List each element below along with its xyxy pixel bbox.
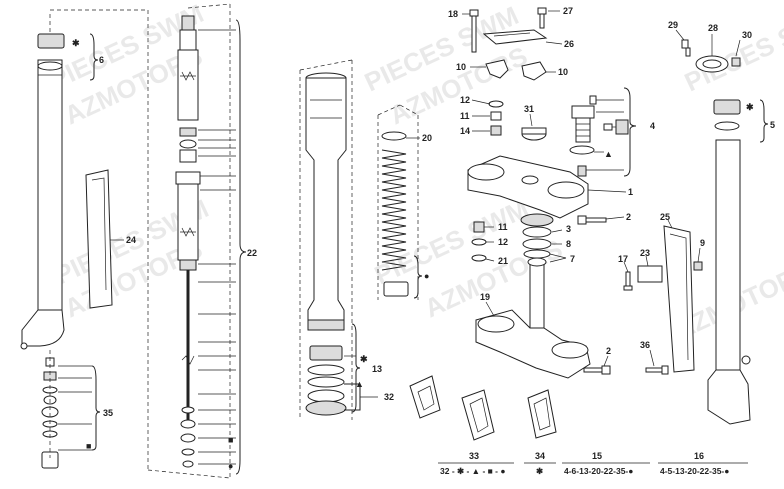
callout-10b: 10 [558,67,568,77]
callout-10a: 10 [456,62,466,72]
bolt-27 [537,7,547,29]
symbol-square: ■ [228,435,233,445]
callout-13: 13 [372,364,382,374]
symbol-square: ■ [86,441,91,451]
washers-upper [488,100,504,136]
clamp-10-right [521,61,547,81]
symbol-star: ✱ [360,354,368,364]
bracket-26 [482,29,548,45]
kit-16-number: 16 [694,451,704,461]
callout-29: 29 [668,20,678,30]
fork-guard-24 [85,169,113,309]
symbol-triangle: ▲ [604,149,613,159]
kit-34-contents: ✱ [536,466,544,476]
callout-20: 20 [422,133,432,143]
callout-19: 19 [480,292,490,302]
damper-cartridge-22 [175,15,201,468]
left-outer-tube [20,59,65,350]
bolt-17 [623,271,633,291]
callout-12a: 12 [460,95,470,105]
fork-seal-6 [37,33,65,71]
kit-16-contents: 4-5-13-20-22-35-● [660,466,729,476]
callout-3: 3 [566,224,571,234]
clamp-bolt-2 [577,215,607,225]
nut-30 [731,57,741,67]
callout-7: 7 [570,254,575,264]
callout-22: 22 [247,248,257,258]
callout-36: 36 [640,340,650,350]
clamp-bolt-2b [583,365,611,375]
callout-24: 24 [126,235,136,245]
callout-8: 8 [566,239,571,249]
callout-23: 23 [640,248,650,258]
kit-33: 33 32 - ✱ - ▲ - ■ - ● [438,451,514,476]
callout-30: 30 [742,30,752,40]
kit-15-contents: 4-6-13-20-22-35-● [564,466,633,476]
callout-21: 21 [498,256,508,266]
decal-32 [409,375,441,419]
callout-9: 9 [700,238,705,248]
callout-25: 25 [660,212,670,222]
callout-2: 2 [626,212,631,222]
kit-33-number: 33 [469,451,479,461]
steering-adjuster-4 [569,95,629,177]
steering-nut-31 [521,127,547,141]
kit-16: 16 4-5-13-20-22-35-● [658,451,748,476]
kit-34-number: 34 [535,451,545,461]
kit-34: 34 ✱ [524,451,556,476]
bolt-36 [645,365,669,375]
cartridge-leader-lines [198,29,236,465]
callout-27: 27 [563,6,573,16]
kit-15-number: 15 [592,451,602,461]
fork-spring-20 [381,131,409,297]
callout-31: 31 [524,104,534,114]
inner-fork-tube [305,72,347,331]
kit-15: 15 4-6-13-20-22-35-● [562,451,650,476]
bottom-triple-clamp-19 [475,257,591,379]
callout-14: 14 [460,126,470,136]
bolt-18 [469,9,479,53]
right-outer-tube [707,139,751,425]
callout-5: 5 [770,120,775,130]
callout-17: 17 [618,254,628,264]
hardware-stack-35 [41,357,59,469]
clamp-ring-28 [695,55,729,73]
callout-11a: 11 [460,111,470,121]
washers-lower [471,213,554,262]
symbol-circle: ● [228,461,233,471]
clamp-10-left [485,59,509,79]
watermark-line1: PIECES SWM [680,0,784,97]
bolt-29 [681,39,691,57]
bracket-23 [637,265,663,283]
fork-seal-5 [713,99,741,131]
callout-11b: 11 [498,222,508,232]
callout-26: 26 [564,39,574,49]
callout-18: 18 [448,9,458,19]
bushing-seal-stack-13 [305,345,347,416]
symbol-star: ✱ [72,38,80,48]
callout-35: 35 [103,408,113,418]
decal-34 [527,389,557,439]
callout-2b: 2 [606,346,611,356]
callout-32: 32 [384,392,394,402]
callout-1: 1 [628,187,633,197]
callout-12b: 12 [498,237,508,247]
decal-33 [461,389,495,441]
symbol-star: ✱ [746,102,754,112]
symbol-circle: ● [424,271,429,281]
callout-4: 4 [650,121,655,131]
top-triple-clamp-1 [467,155,589,219]
fork-guard-25 [663,225,695,373]
callout-6: 6 [99,55,104,65]
callout-28: 28 [708,23,718,33]
kit-33-contents: 32 - ✱ - ▲ - ■ - ● [440,466,505,476]
bolt-9 [693,261,703,271]
